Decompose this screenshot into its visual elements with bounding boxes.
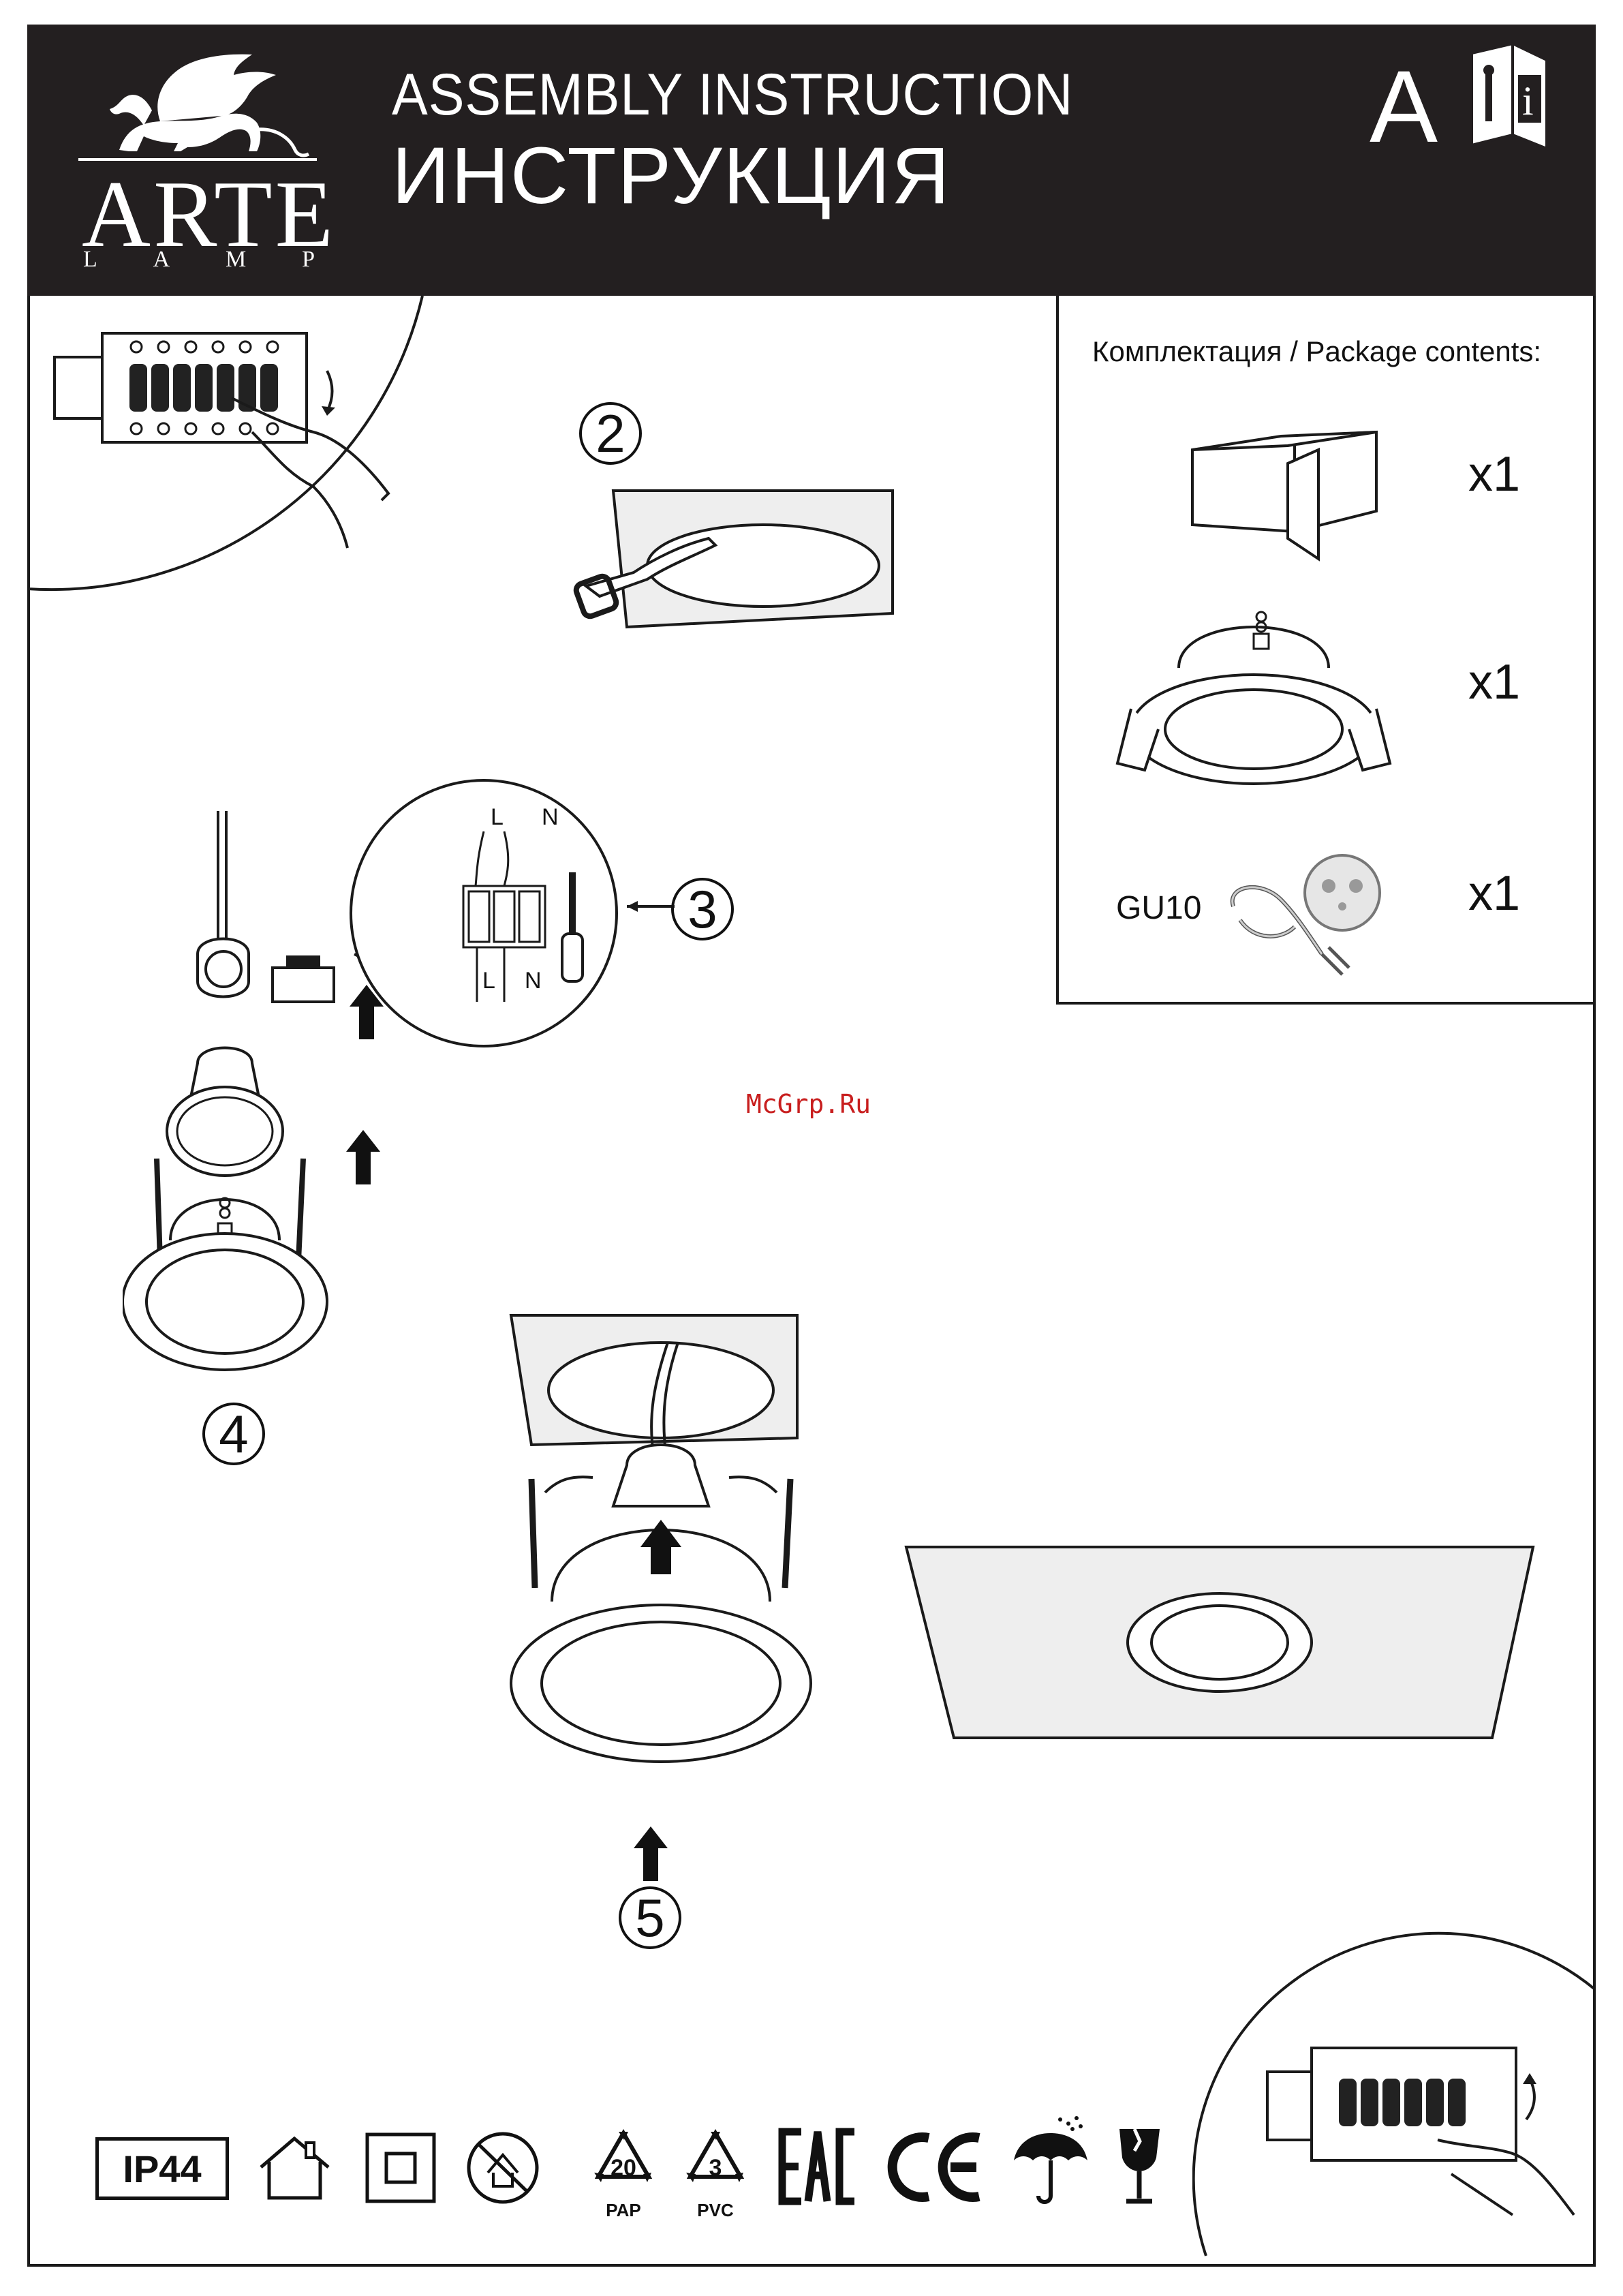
wire-neutral-label: N	[542, 804, 559, 831]
document-letter: A	[1370, 48, 1438, 166]
ip-rating-badge: IP44	[95, 2137, 229, 2200]
package-box-icon	[1186, 423, 1383, 572]
eac-mark-icon	[777, 2128, 859, 2206]
griffin-logo-icon	[78, 48, 317, 164]
ce-mark-icon	[882, 2130, 988, 2205]
indoor-house-icon	[256, 2133, 334, 2201]
title-russian: ИНСТРУКЦИЯ	[392, 129, 951, 222]
terminal-neutral-label: N	[525, 968, 542, 994]
up-arrow-icon	[634, 1826, 668, 1881]
step-5-number: 5	[619, 1886, 681, 1949]
terminal-live-label: L	[482, 968, 495, 994]
package-contents-title: Комплектация / Package contents:	[1092, 335, 1541, 368]
lamp-insert-illustration	[123, 1036, 341, 1390]
package-gu10-label: GU10	[1116, 889, 1201, 927]
package-qty-gu10: x1	[1468, 866, 1520, 921]
ceiling-mount-illustration	[491, 1302, 831, 1765]
title-english: ASSEMBLY INSTRUCTION	[392, 61, 1073, 129]
recycle-pvc-label: PVC	[688, 2200, 743, 2221]
recycle-pap-label: PAP	[596, 2200, 651, 2221]
gu10-socket-icon	[1220, 852, 1397, 981]
brand-sub-letter: P	[302, 247, 315, 273]
step-4-number: 4	[202, 1403, 265, 1465]
step-3-number: 3	[671, 878, 734, 940]
wire-live-label: L	[491, 804, 504, 831]
brand-sub-letter: A	[153, 247, 170, 273]
up-arrow-icon	[350, 985, 384, 1039]
manual-info-icon: i	[1465, 40, 1554, 155]
recycle-pap-number: 20	[603, 2155, 644, 2182]
ceiling-cutout-saw-illustration	[559, 477, 913, 641]
step1-detail-circle	[27, 296, 436, 650]
recycle-pvc-number: 3	[695, 2155, 736, 2182]
package-qty-box: x1	[1468, 446, 1520, 502]
step-2-number: 2	[579, 402, 642, 465]
fragile-glass-icon	[1114, 2125, 1165, 2207]
brand-subtitle: L A M P	[83, 247, 315, 273]
no-insulation-cover-icon	[463, 2130, 542, 2205]
pointer-line	[627, 900, 675, 913]
double-insulation-icon	[365, 2132, 437, 2204]
package-downlight-icon	[1104, 593, 1404, 791]
keep-dry-umbrella-icon	[1008, 2113, 1094, 2208]
brand-sub-letter: L	[83, 247, 97, 273]
brand-sub-letter: M	[226, 247, 246, 273]
installed-ceiling-illustration	[899, 1540, 1540, 1745]
watermark-text: McGrp.Ru	[746, 1089, 871, 1119]
up-arrow-icon	[346, 1130, 380, 1184]
step6-detail-circle	[1192, 1915, 1596, 2264]
package-qty-downlight: x1	[1468, 654, 1520, 710]
svg-text:i: i	[1522, 78, 1534, 123]
